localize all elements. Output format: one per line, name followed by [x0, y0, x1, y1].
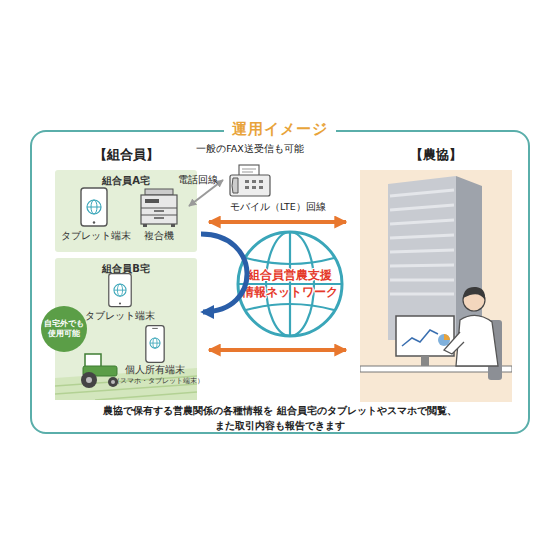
- edge-label: モバイル（LTE）回線: [230, 201, 326, 214]
- edge-label: 電話回線: [178, 174, 218, 187]
- fax-machine: 一般のFAX送受信も可能: [225, 163, 275, 198]
- house-box: 組合員A宅タブレット端末複合機: [55, 170, 197, 252]
- device-note: （スマホ・タブレット端末）: [113, 376, 197, 386]
- fax-note: 一般のFAX送受信も可能: [165, 143, 335, 156]
- device-label: タブレット端末: [85, 310, 155, 322]
- house-box: 組合員B宅タブレット端末個人所有端末（スマホ・タブレット端末）自宅外でも使用可能: [55, 258, 197, 400]
- tablet-device: タブレット端末: [61, 186, 127, 246]
- bubble-text: 自宅外でも使用可能: [44, 319, 84, 339]
- office-panel: [360, 170, 512, 402]
- device-label: タブレット端末: [61, 230, 127, 242]
- copier-device: 複合機: [131, 186, 187, 246]
- group-heading: 【組合員】: [55, 146, 197, 164]
- globe-icon: [232, 228, 348, 340]
- device-icon: [144, 324, 166, 364]
- device-label: 個人所有端末: [113, 364, 197, 376]
- device-icon: [137, 186, 181, 230]
- device-icon: [72, 186, 116, 230]
- office-illustration: [360, 170, 512, 402]
- network-globe: 組合員営農支援 情報ネットワーク: [232, 228, 348, 340]
- connector-arrow: [201, 234, 247, 312]
- office-box: 【農協】: [360, 146, 512, 402]
- box-heading: 【農協】: [360, 146, 512, 164]
- box-title: 組合員A宅: [55, 170, 197, 188]
- device-icon: [101, 272, 139, 310]
- connector-arrow: [209, 348, 346, 352]
- device-label: 複合機: [131, 230, 187, 242]
- callout-bubble: 自宅外でも使用可能: [41, 306, 87, 352]
- phone-device: 個人所有端末（スマホ・タブレット端末）: [113, 324, 197, 390]
- diagram-title: 運用イメージ: [224, 120, 336, 139]
- tablet-device: タブレット端末: [85, 272, 155, 324]
- fax-icon: [225, 163, 275, 198]
- connector-arrow: [209, 220, 346, 224]
- network-name: 組合員営農支援 情報ネットワーク: [232, 228, 348, 340]
- caption: 農協で保有する営農関係の各種情報を 組合員宅のタブレットやスマホで閲覧、また取引…: [40, 403, 520, 433]
